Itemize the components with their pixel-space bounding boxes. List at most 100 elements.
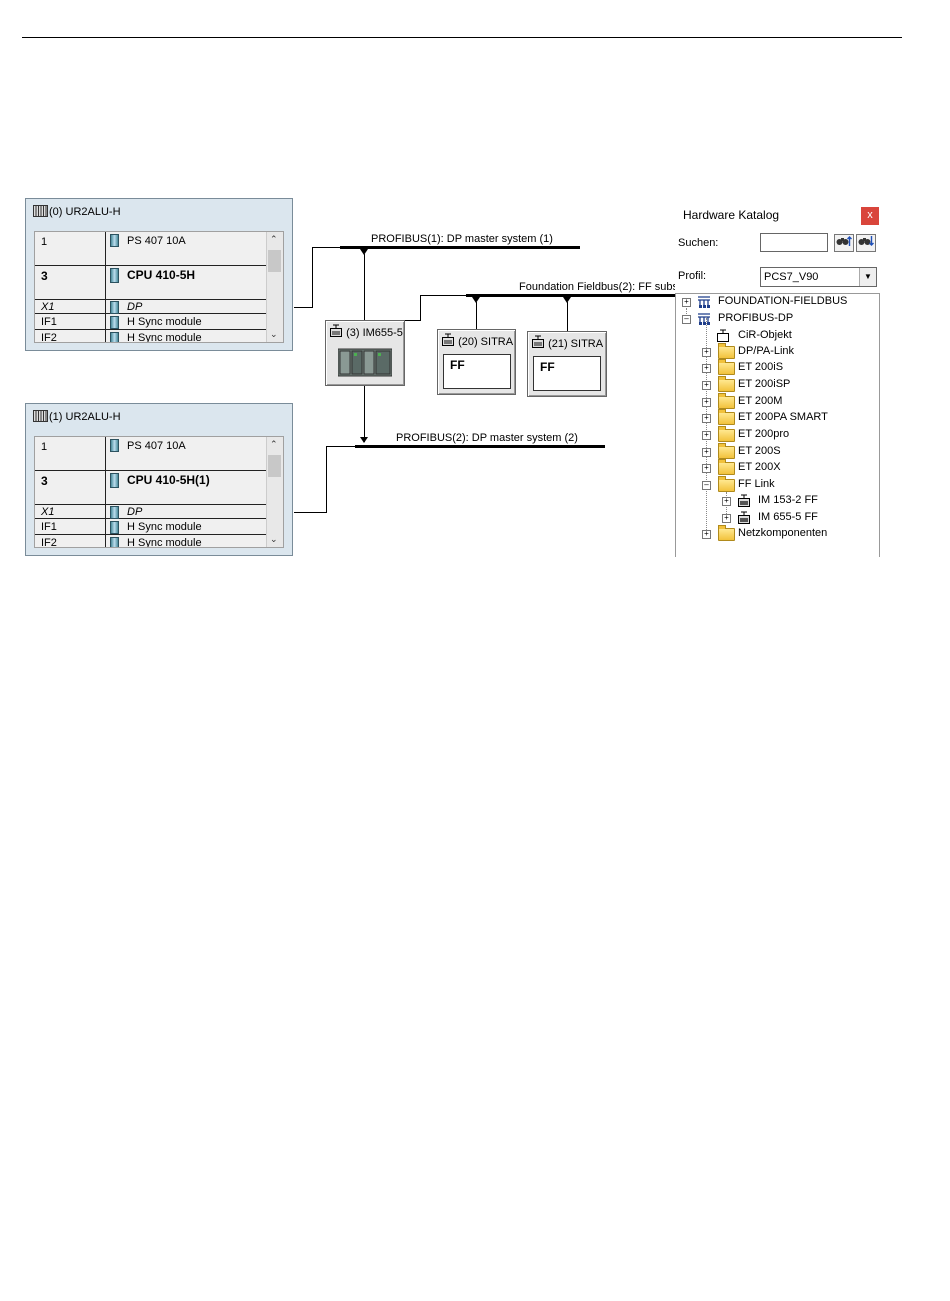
- module-icon: [110, 521, 119, 534]
- connector-line: [476, 302, 477, 329]
- tree-item-et200pro[interactable]: + ET 200pro: [676, 426, 876, 444]
- expand-icon[interactable]: +: [722, 497, 731, 506]
- rack-table-0[interactable]: 1 PS 407 10A 3 CPU 410-5H X1 DP IF1 H Sy…: [34, 231, 284, 343]
- profile-select[interactable]: PCS7_V90 ▼: [760, 267, 877, 287]
- table-row[interactable]: 3 CPU 410-5H: [35, 266, 267, 300]
- search-input[interactable]: [760, 233, 828, 252]
- table-row[interactable]: X1 DP: [35, 300, 267, 314]
- folder-icon: [718, 426, 735, 442]
- folder-icon: [718, 525, 735, 541]
- collapse-icon[interactable]: –: [682, 315, 691, 324]
- tree-item-et200x[interactable]: + ET 200X: [676, 459, 876, 477]
- connector-line: [312, 247, 340, 248]
- rack-table-1[interactable]: 1 PS 407 10A 3 CPU 410-5H(1) X1 DP IF1 H…: [34, 436, 284, 548]
- connector-line: [364, 386, 365, 442]
- table-row[interactable]: IF1 H Sync module: [35, 314, 267, 330]
- connector-line: [364, 254, 365, 320]
- folder-open-icon: [718, 476, 735, 492]
- table-row[interactable]: IF2 H Sync module: [35, 535, 267, 547]
- search-label: Suchen:: [678, 237, 719, 249]
- connector-line: [326, 446, 327, 513]
- device-im655[interactable]: (3) IM655-5: [325, 320, 405, 386]
- bus-connector-icon: [360, 249, 368, 255]
- expand-icon[interactable]: +: [702, 464, 711, 473]
- close-button[interactable]: x: [861, 207, 879, 225]
- catalog-tree[interactable]: + FOUNDATION-FIELDBUS – PROFIBUS-DP CiR-…: [675, 293, 880, 557]
- collapse-icon[interactable]: –: [702, 481, 711, 490]
- header-rule: [22, 37, 902, 38]
- bus-profibus2[interactable]: [355, 445, 605, 448]
- table-row[interactable]: IF1 H Sync module: [35, 519, 267, 535]
- module-icon: [110, 316, 119, 329]
- tree-item-et200s[interactable]: + ET 200S: [676, 443, 876, 461]
- bus-connector-icon: [563, 297, 571, 303]
- connector-line: [404, 320, 421, 321]
- binoculars-down-icon: [858, 236, 874, 246]
- rack-window-0[interactable]: (0) UR2ALU-H 1 PS 407 10A 3 CPU 410-5H X…: [25, 198, 293, 351]
- dp-slave-icon: [738, 494, 750, 507]
- table-row[interactable]: 1 PS 407 10A: [35, 437, 267, 471]
- profile-label: Profil:: [678, 270, 707, 282]
- cir-object-icon: [717, 329, 729, 342]
- expand-icon[interactable]: +: [702, 448, 711, 457]
- scroll-down-icon[interactable]: ⌄: [270, 534, 278, 544]
- ff-label-box: FF: [533, 356, 601, 391]
- table-row[interactable]: X1 DP: [35, 505, 267, 519]
- scroll-up-icon[interactable]: ⌃: [270, 439, 278, 449]
- tree-item-et200isp[interactable]: + ET 200iSP: [676, 376, 876, 394]
- catalog-title: Hardware Katalog: [683, 208, 780, 222]
- module-icon: [110, 301, 119, 314]
- vertical-scrollbar[interactable]: ⌃ ⌄: [266, 232, 283, 342]
- connector-line: [420, 295, 467, 296]
- expand-icon[interactable]: +: [702, 530, 711, 539]
- bus-foundation-fieldbus[interactable]: [466, 294, 678, 297]
- table-row[interactable]: 1 PS 407 10A: [35, 232, 267, 266]
- expand-icon[interactable]: +: [702, 414, 711, 423]
- tree-item-et200m[interactable]: + ET 200M: [676, 393, 876, 411]
- expand-icon[interactable]: +: [702, 431, 711, 440]
- table-row[interactable]: 3 CPU 410-5H(1): [35, 471, 267, 505]
- search-down-button[interactable]: [856, 234, 876, 252]
- scroll-thumb[interactable]: [268, 250, 281, 272]
- tree-item-netzkomponenten[interactable]: + Netzkomponenten: [676, 525, 876, 543]
- chevron-down-icon[interactable]: ▼: [859, 268, 876, 286]
- hardware-catalog-panel[interactable]: Hardware Katalog x Suchen: Profil: PCS7_…: [675, 197, 880, 557]
- rack-icon: [33, 205, 48, 217]
- tree-item-ff-link[interactable]: – FF Link: [676, 476, 876, 494]
- expand-icon[interactable]: +: [702, 348, 711, 357]
- bus-profibus1[interactable]: [340, 246, 580, 249]
- tree-item-et200pa-smart[interactable]: + ET 200PA SMART: [676, 409, 876, 427]
- module-icon: [110, 234, 119, 247]
- rack-window-1[interactable]: (1) UR2ALU-H 1 PS 407 10A 3 CPU 410-5H(1…: [25, 403, 293, 556]
- rack-icon: [33, 410, 48, 422]
- rack-title-1: (1) UR2ALU-H: [33, 410, 121, 424]
- expand-icon[interactable]: +: [702, 364, 711, 373]
- bus-label-profibus1: PROFIBUS(1): DP master system (1): [371, 233, 553, 245]
- device-sitra-21[interactable]: (21) SITRA FF: [527, 331, 607, 397]
- tree-item-cir-objekt[interactable]: CiR-Objekt: [676, 329, 876, 345]
- tree-item-im153-2-ff[interactable]: + IM 153-2 FF: [676, 494, 876, 510]
- search-up-button[interactable]: [834, 234, 854, 252]
- dp-slave-icon: [738, 511, 750, 524]
- tree-item-profibus-dp[interactable]: – PROFIBUS-DP: [676, 312, 876, 328]
- table-row[interactable]: IF2 H Sync module: [35, 330, 267, 342]
- tree-item-foundation-fieldbus[interactable]: + FOUNDATION-FIELDBUS: [676, 295, 876, 311]
- tree-item-dp-pa-link[interactable]: + DP/PA-Link: [676, 343, 876, 361]
- expand-icon[interactable]: +: [722, 514, 731, 523]
- tree-item-et200is[interactable]: + ET 200iS: [676, 359, 876, 377]
- tree-item-im655-5-ff[interactable]: + IM 655-5 FF: [676, 511, 876, 527]
- cpu-icon: [110, 473, 119, 488]
- device-sitra-20[interactable]: (20) SITRA FF: [437, 329, 516, 395]
- scroll-thumb[interactable]: [268, 455, 281, 477]
- scroll-up-icon[interactable]: ⌃: [270, 234, 278, 244]
- scroll-down-icon[interactable]: ⌄: [270, 329, 278, 339]
- expand-icon[interactable]: +: [702, 398, 711, 407]
- folder-icon: [718, 409, 735, 425]
- module-rack-icon: [338, 348, 392, 377]
- expand-icon[interactable]: +: [682, 298, 691, 307]
- network-icon: [698, 296, 710, 308]
- ff-label-box: FF: [443, 354, 511, 389]
- bus-connector-icon: [472, 297, 480, 303]
- vertical-scrollbar[interactable]: ⌃ ⌄: [266, 437, 283, 547]
- expand-icon[interactable]: +: [702, 381, 711, 390]
